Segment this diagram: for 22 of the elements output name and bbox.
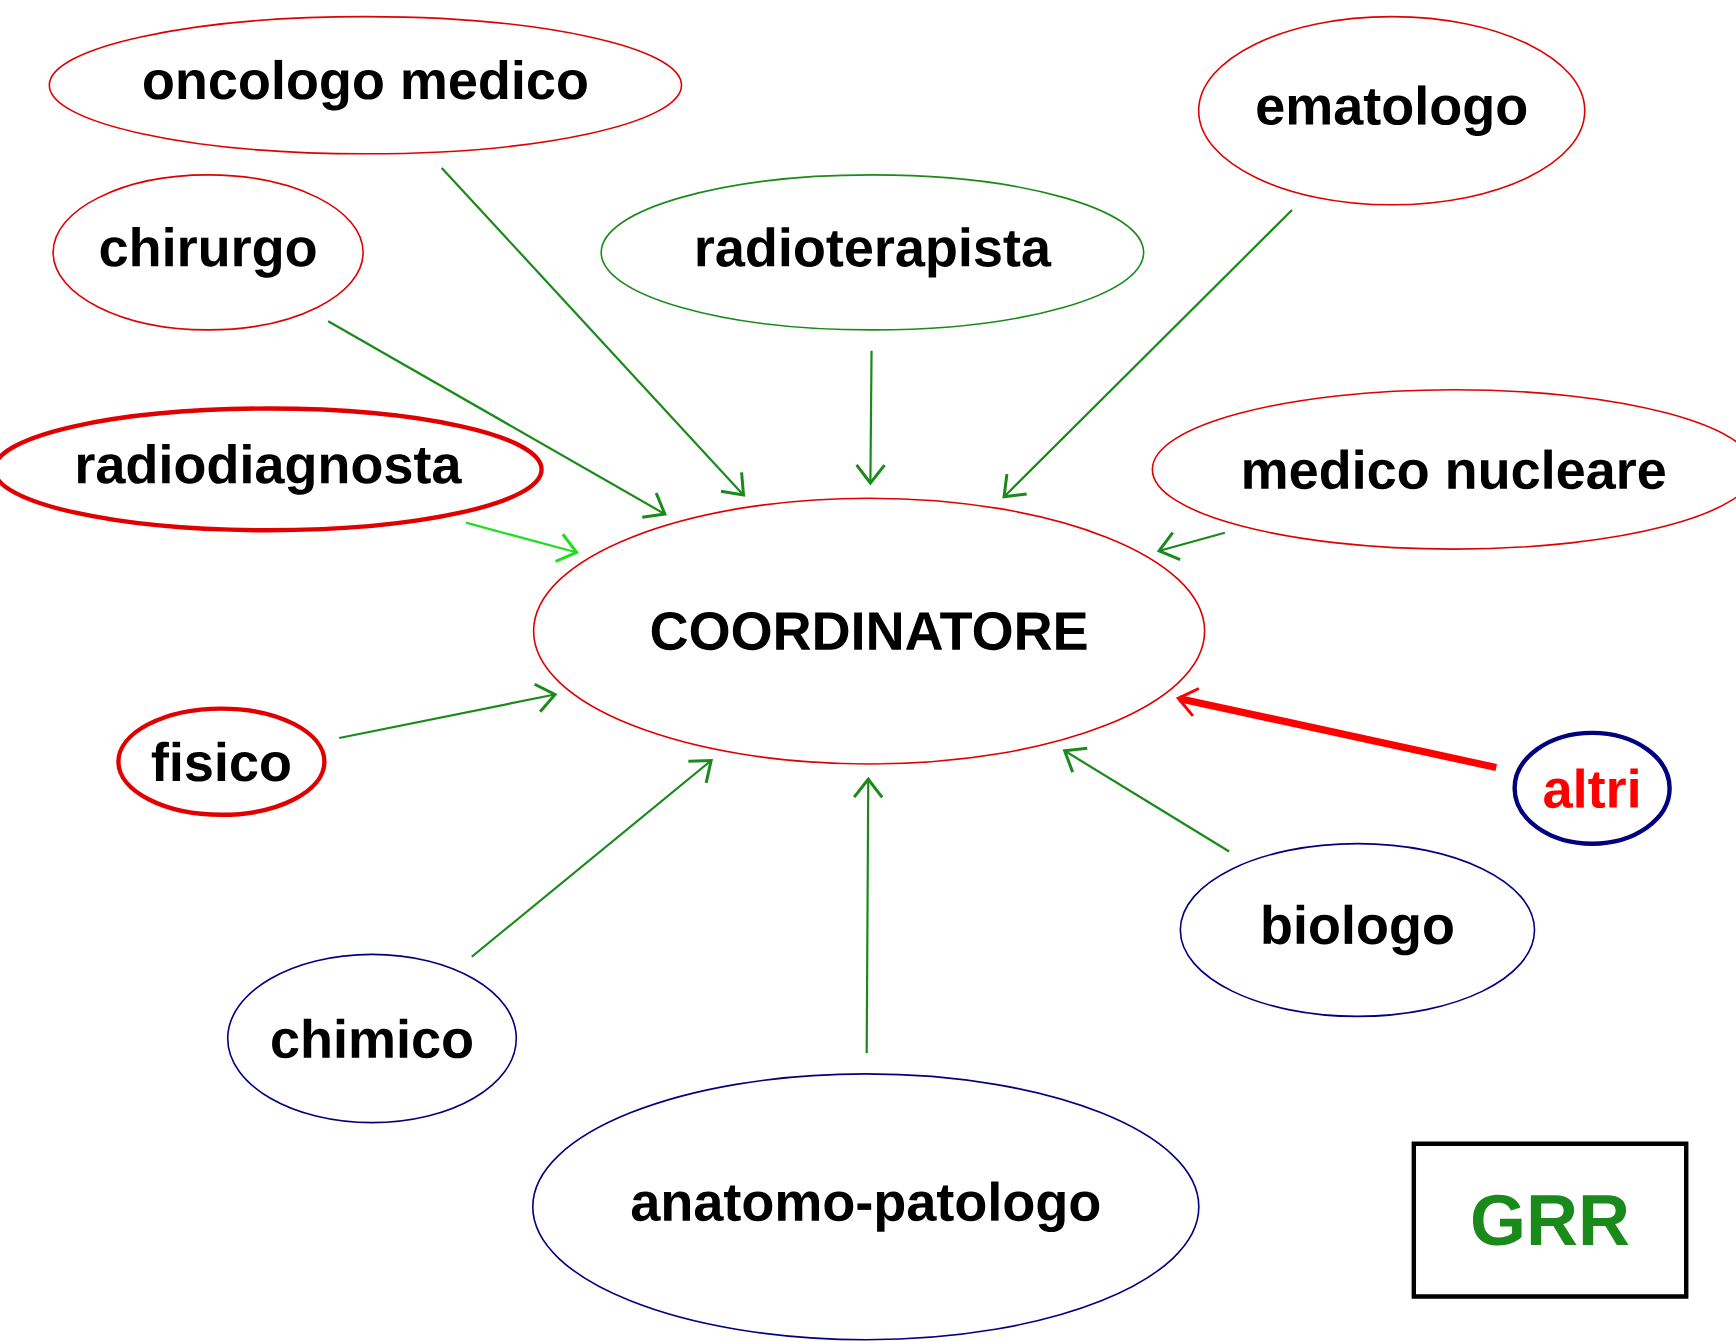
arrow (327, 320, 667, 519)
ellipse-node: radioterapista (600, 174, 1145, 331)
arrow (471, 759, 714, 958)
label-box: GRR (1411, 1141, 1689, 1299)
arrow (440, 167, 746, 497)
ellipse-node: anatomo-patologo (532, 1073, 1200, 1341)
arrow (1175, 687, 1497, 771)
ellipse-node: fisico (116, 706, 327, 817)
arrow (1002, 209, 1293, 499)
arrow (1156, 531, 1226, 561)
ellipse-node: COORDINATORE (532, 497, 1206, 765)
arrow (853, 776, 884, 1054)
ellipse-node: biologo (1179, 842, 1536, 1018)
arrow (339, 682, 558, 740)
arrow (1062, 746, 1230, 853)
ellipse-node: ematologo (1197, 15, 1586, 206)
ellipse-node: chimico (226, 953, 518, 1124)
ellipse-node: oncologo medico (48, 15, 683, 155)
ellipse-node: altri (1512, 730, 1672, 846)
ellipse-node: chirurgo (52, 174, 364, 331)
arrow (465, 521, 579, 563)
arrow (855, 350, 886, 486)
